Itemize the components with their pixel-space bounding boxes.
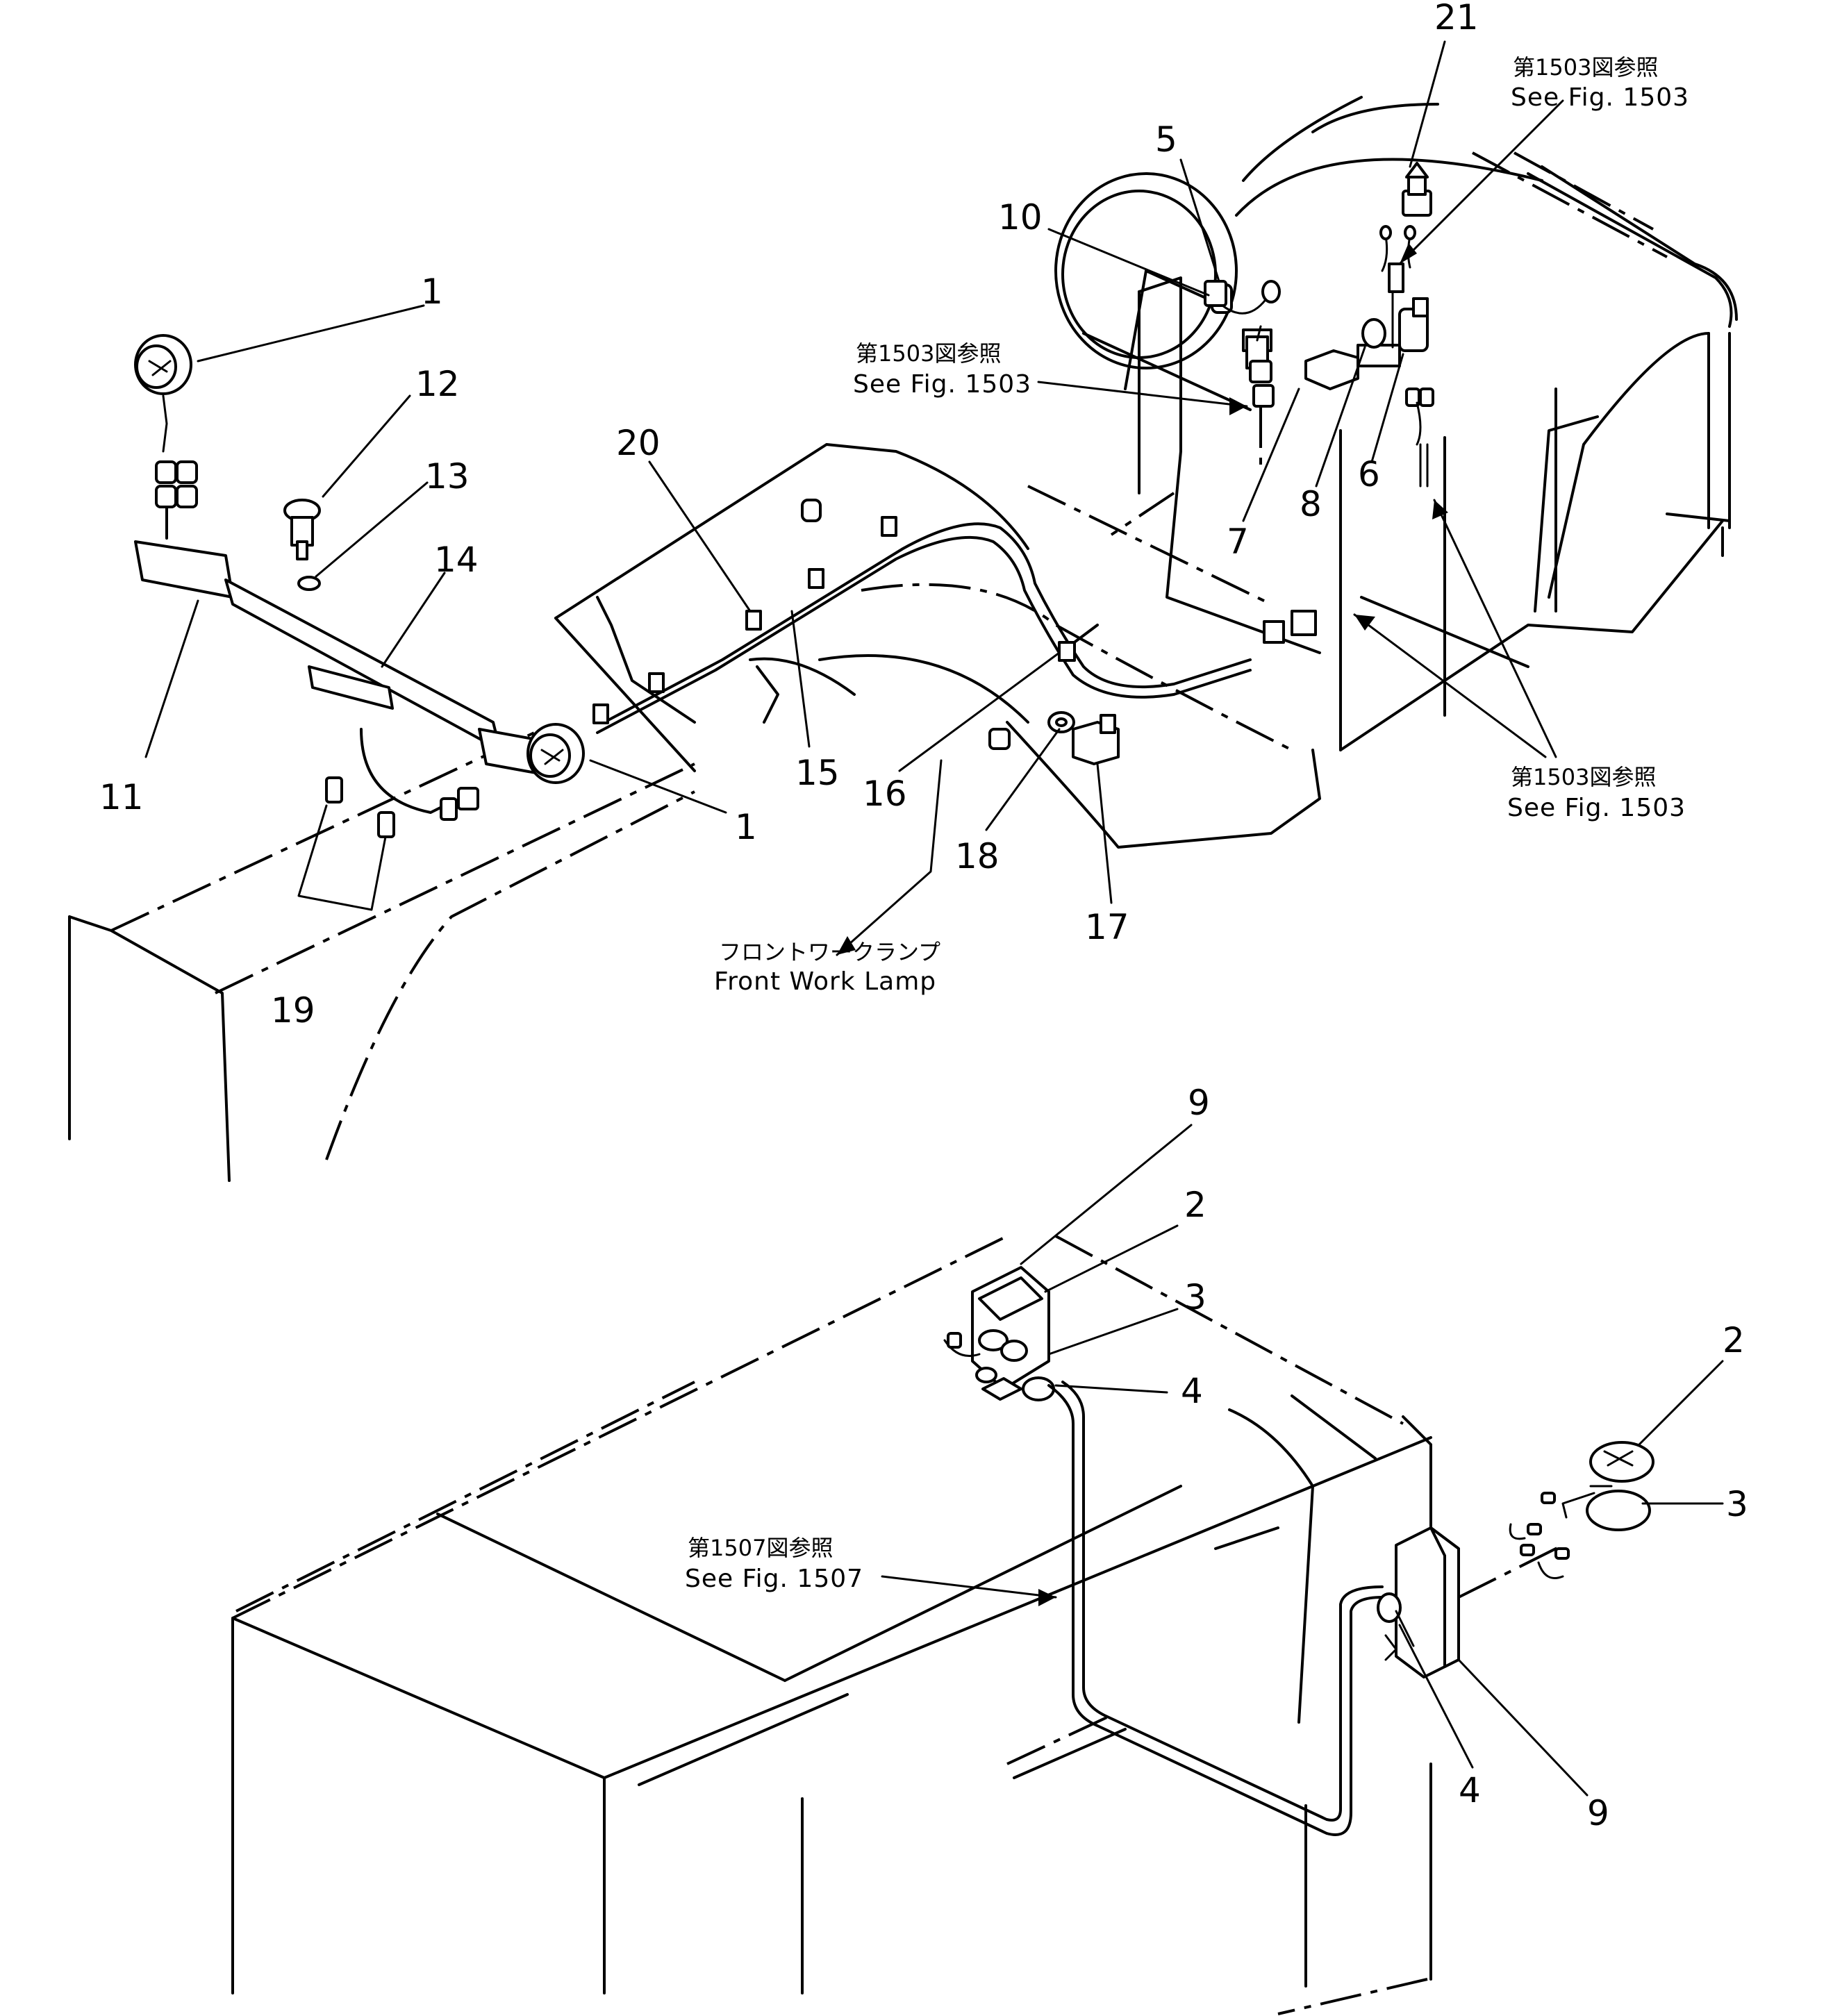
ref-1507-jp: 第1507図参照	[688, 1535, 833, 1561]
callout-5: 5	[1155, 119, 1177, 160]
lower-body-outline	[231, 1235, 1432, 2015]
callout-4-top: 4	[1181, 1371, 1203, 1411]
callout-6: 6	[1358, 454, 1380, 494]
callout-18: 18	[955, 836, 1000, 876]
ref-right-en: See Fig. 1503	[1507, 794, 1686, 822]
callout-9-top: 9	[1188, 1083, 1210, 1123]
callout-8: 8	[1300, 484, 1322, 524]
callout-16: 16	[863, 774, 907, 814]
callout-19: 19	[271, 990, 315, 1031]
leader-lines	[144, 40, 1724, 1797]
callout-1-top: 1	[421, 272, 443, 312]
mounting-hardware	[988, 711, 1120, 765]
callout-3-left: 3	[1184, 1277, 1206, 1317]
callout-2-right: 2	[1723, 1320, 1745, 1360]
harness-clamps	[592, 499, 1317, 724]
callout-17: 17	[1085, 907, 1129, 947]
callout-3-right: 3	[1726, 1484, 1748, 1524]
ref-1507-en: See Fig. 1507	[685, 1565, 863, 1593]
ref-mid-jp: 第1503図参照	[856, 340, 1001, 367]
cab-switches	[1204, 162, 1434, 488]
callout-2-left: 2	[1184, 1185, 1206, 1225]
callout-1-mid: 1	[735, 807, 757, 847]
rear-lamp-assemblies	[943, 1266, 1654, 1836]
callout-12: 12	[415, 364, 460, 404]
callout-9-bottom: 9	[1587, 1793, 1609, 1833]
callout-15: 15	[795, 753, 840, 793]
machine-body-outline	[68, 96, 1738, 1182]
callout-4-bottom: 4	[1459, 1770, 1481, 1810]
wiring-harness	[596, 522, 1252, 734]
callout-10: 10	[998, 197, 1043, 238]
front-work-lamp-jp: フロントワークランプ	[719, 939, 940, 965]
front-work-lamps	[134, 334, 585, 911]
front-work-lamp-en: Front Work Lamp	[714, 967, 936, 996]
callout-7: 7	[1227, 522, 1249, 562]
callout-21: 21	[1434, 0, 1479, 38]
callout-11: 11	[99, 777, 144, 817]
callout-14: 14	[434, 540, 479, 580]
ref-right-jp: 第1503図参照	[1511, 764, 1656, 790]
ref-mid-en: See Fig. 1503	[853, 370, 1031, 399]
callout-labels: 21 5 10 1 12 13 20 14 7 8 6 11 15 16 1 1…	[99, 0, 1748, 1833]
reference-notes: 第1503図参照 See Fig. 1503 第1503図参照 See Fig.…	[685, 54, 1689, 1593]
callout-20: 20	[616, 423, 661, 463]
ref-top-jp: 第1503図参照	[1513, 54, 1658, 81]
callout-13: 13	[425, 456, 470, 497]
ref-top-en: See Fig. 1503	[1511, 83, 1689, 112]
